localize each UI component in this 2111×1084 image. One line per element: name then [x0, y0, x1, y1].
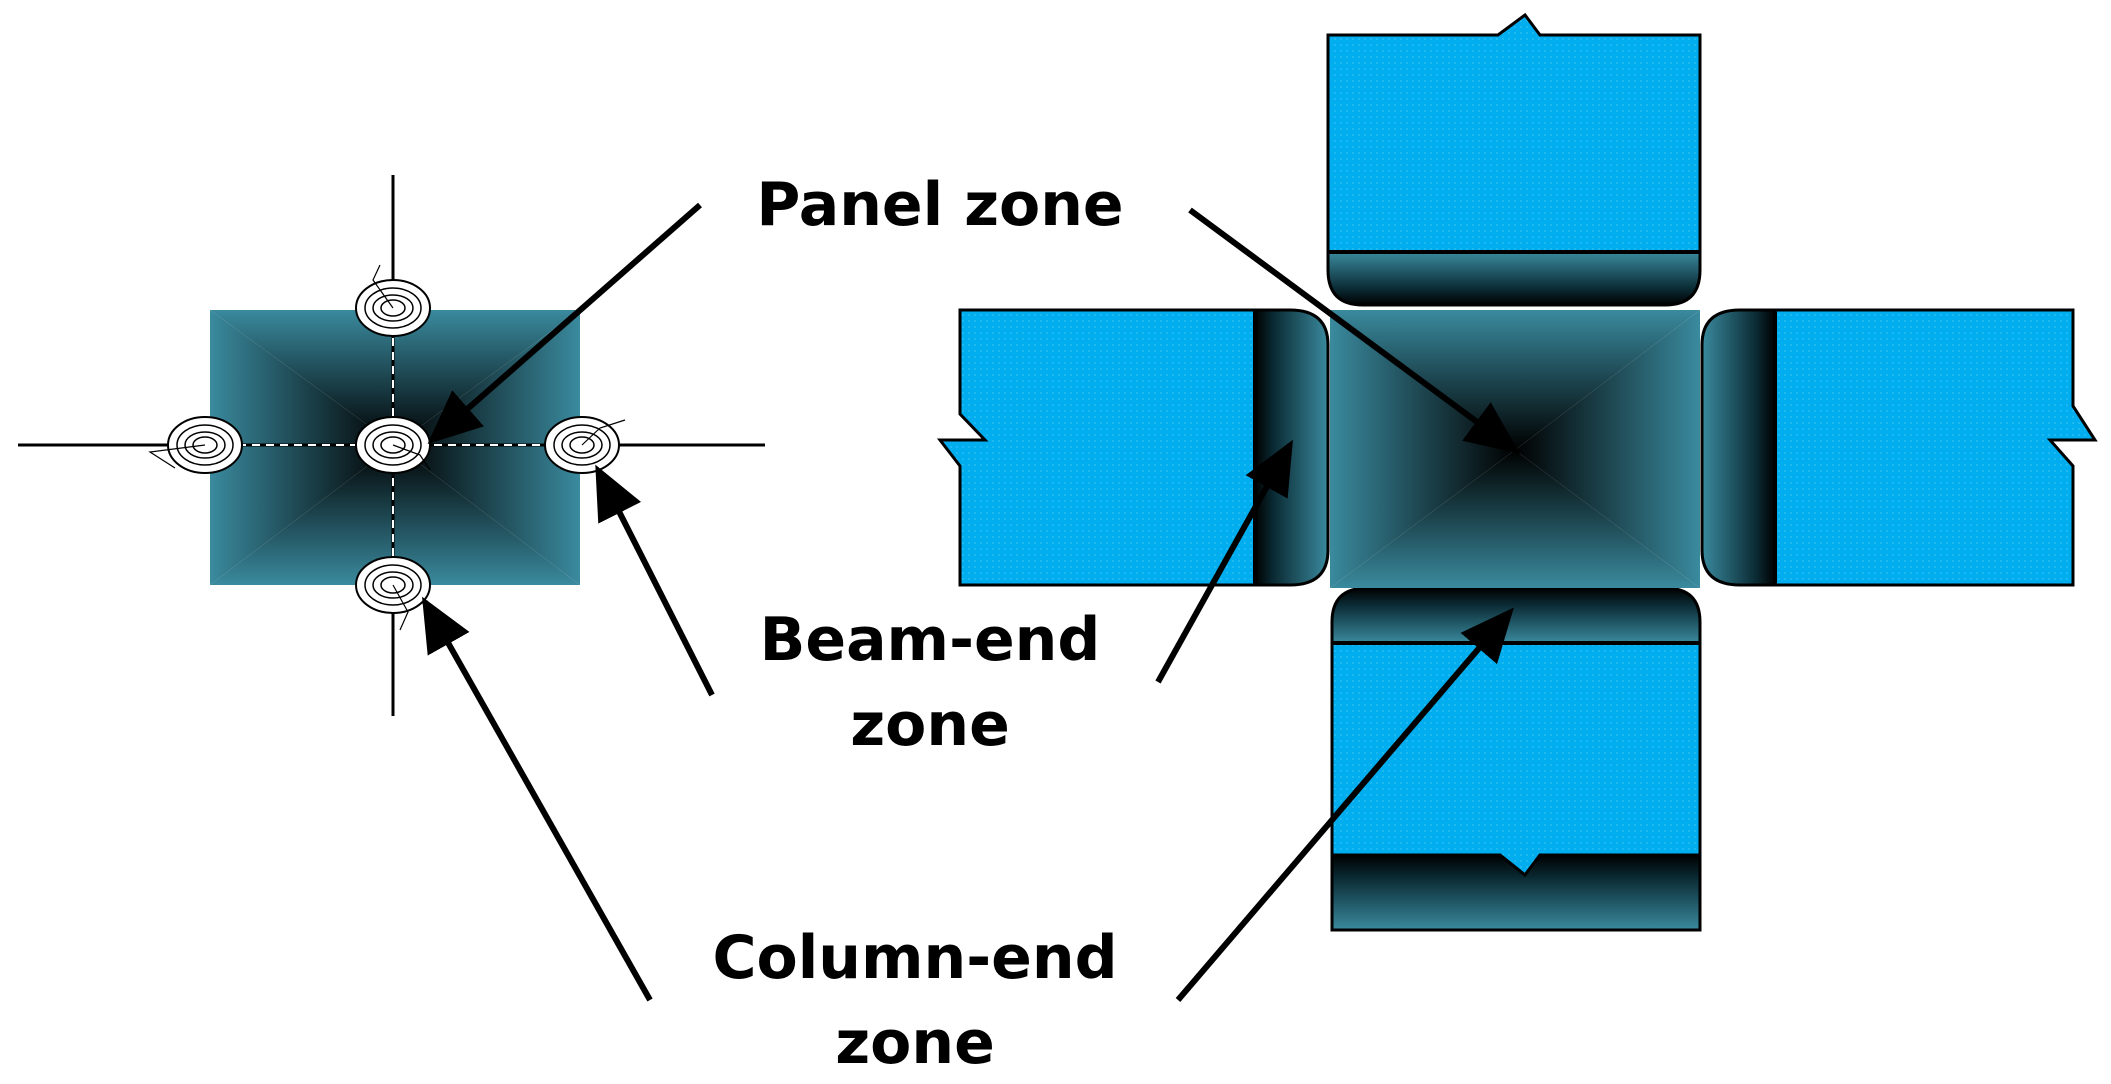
panel-zone-label: Panel zone: [756, 170, 1123, 240]
bottom-column-lower-zone: [1330, 853, 1702, 932]
right-beam: [1700, 308, 2098, 587]
arrow-column-left-model: [422, 596, 653, 1002]
bottom-column: [1330, 586, 1702, 932]
spring-left-icon: [148, 416, 243, 474]
left-beam: [936, 308, 1330, 587]
arrow-beam-right-detail: [1155, 439, 1293, 684]
spring-center-icon: [355, 416, 431, 474]
bottom-column-end-zone: [1330, 586, 1702, 645]
top-column: [1326, 12, 1702, 307]
top-column-end-zone: [1326, 250, 1702, 307]
arrow-panel-right: [1188, 207, 1520, 454]
arrows: [422, 202, 1520, 1002]
labels: Panel zone Beam-end zone Column-end zone: [712, 170, 1123, 1078]
beam-end-label-line1: Beam-end: [760, 605, 1101, 675]
beam-end-label-line2: zone: [850, 690, 1010, 760]
spring-right-icon: [544, 416, 626, 474]
right-beam-end-zone: [1700, 308, 1777, 587]
left-panel-zone: [210, 310, 580, 585]
spring-bottom-icon: [355, 556, 431, 631]
arrow-column-right-detail: [1175, 607, 1514, 1002]
spring-top-icon: [355, 264, 431, 337]
column-end-label-line2: zone: [835, 1008, 995, 1078]
arrow-beam-left-model: [595, 464, 715, 697]
right-joint-detail: [936, 12, 2098, 932]
column-end-label-line1: Column-end: [712, 923, 1117, 993]
right-panel-zone: [1330, 310, 1700, 588]
arrow-panel-left: [427, 202, 702, 444]
left-joint-model: [18, 175, 765, 716]
